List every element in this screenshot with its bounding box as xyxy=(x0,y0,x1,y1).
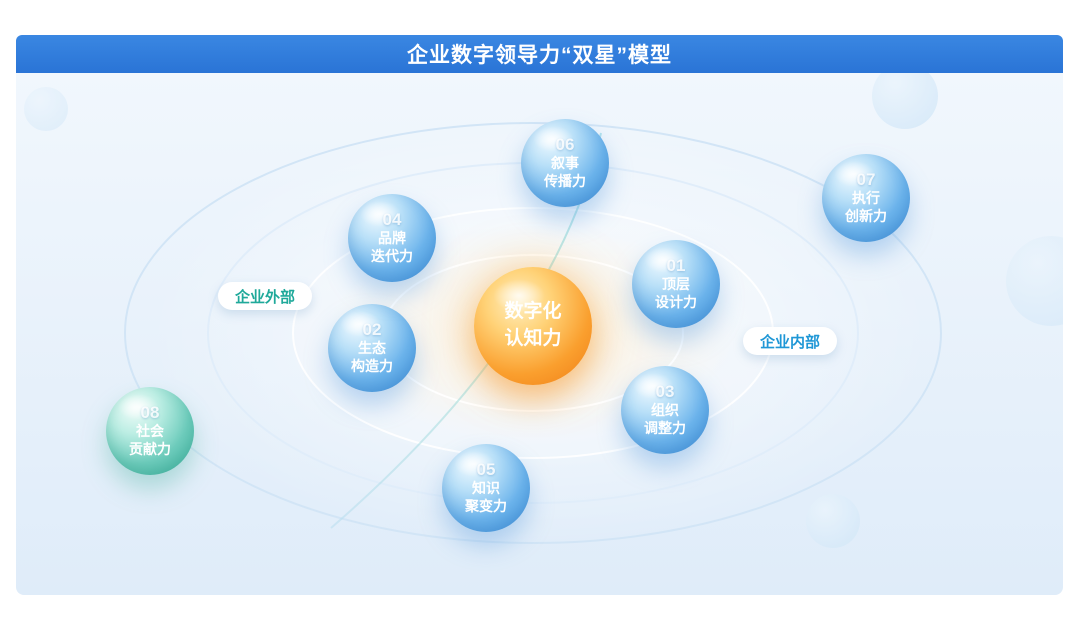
node-01-number: 01 xyxy=(666,256,686,275)
region-label-inner: 企业内部 xyxy=(743,327,838,355)
node-03-number: 03 xyxy=(655,382,675,401)
node-06-label-line1: 叙事 xyxy=(551,155,579,171)
deco-circle-top-left xyxy=(24,87,68,131)
node-06: 06 叙事 传播力 xyxy=(521,119,609,207)
node-06-label-line2: 传播力 xyxy=(544,172,586,189)
node-07-number: 07 xyxy=(856,170,876,189)
node-08-label-line1: 社会 xyxy=(136,423,164,439)
region-label-outer: 企业外部 xyxy=(218,282,313,310)
node-02: 02 生态 构造力 xyxy=(328,304,416,392)
title-bar: 企业数字领导力“双星”模型 xyxy=(16,35,1063,73)
node-01-label-line1: 顶层 xyxy=(662,276,690,292)
node-07: 07 执行 创新力 xyxy=(822,154,910,242)
node-03-label-line1: 组织 xyxy=(651,402,679,418)
node-07-label-line1: 执行 xyxy=(852,190,880,206)
node-05: 05 知识 聚变力 xyxy=(442,444,530,532)
node-06-number: 06 xyxy=(555,135,575,154)
node-08: 08 社会 贡献力 xyxy=(106,387,194,475)
node-04-number: 04 xyxy=(382,210,402,229)
node-08-number: 08 xyxy=(140,403,160,422)
center-label-line1: 数字化 xyxy=(504,301,562,323)
deco-circle-top-right xyxy=(872,73,938,129)
region-label-inner-text: 企业内部 xyxy=(760,333,821,351)
node-02-label-line2: 构造力 xyxy=(351,357,393,374)
node-03-label-line2: 调整力 xyxy=(644,419,686,436)
node-05-number: 05 xyxy=(476,460,496,479)
node-07-label-line2: 创新力 xyxy=(845,207,887,224)
node-02-number: 02 xyxy=(362,320,382,339)
node-05-label-line1: 知识 xyxy=(472,480,500,496)
node-08-label-line2: 贡献力 xyxy=(129,440,171,457)
diagram-stage: 企业外部 企业内部 01 顶层 设计力 02 生态 构造力 03 组织 调整力 … xyxy=(16,73,1063,595)
node-01: 01 顶层 设计力 xyxy=(632,240,720,328)
node-04-label-line2: 迭代力 xyxy=(371,247,413,264)
node-04: 04 品牌 迭代力 xyxy=(348,194,436,282)
region-label-outer-text: 企业外部 xyxy=(235,288,296,306)
center-label-line2: 认知力 xyxy=(504,328,562,349)
center-node-digital-cognition: 数字化 认知力 xyxy=(474,267,592,385)
node-05-label-line2: 聚变力 xyxy=(465,497,507,514)
node-01-label-line2: 设计力 xyxy=(655,293,697,310)
page-title: 企业数字领导力“双星”模型 xyxy=(407,44,672,67)
node-02-label-line1: 生态 xyxy=(358,340,386,356)
node-03: 03 组织 调整力 xyxy=(621,366,709,454)
node-04-label-line1: 品牌 xyxy=(378,230,406,246)
deco-circle-bottom-right xyxy=(806,494,860,548)
